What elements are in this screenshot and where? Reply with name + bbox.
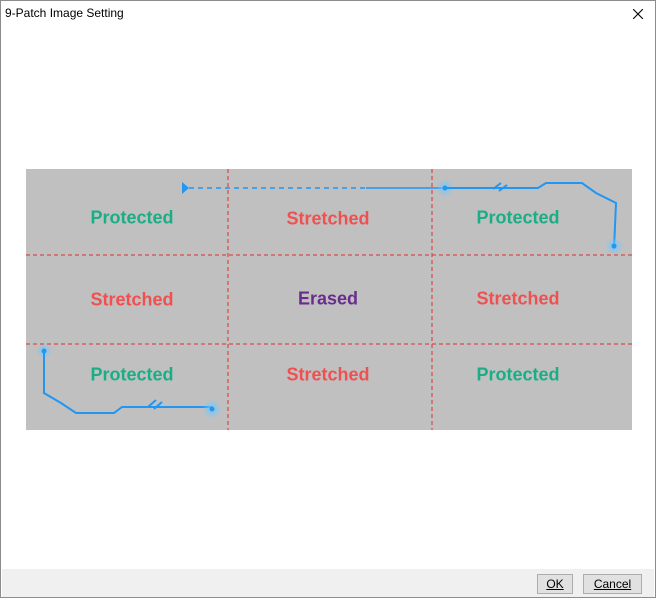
cell-top-left: Protected (90, 207, 174, 228)
close-icon (633, 9, 643, 19)
cell-center: Erased (297, 288, 359, 309)
close-button[interactable] (621, 1, 655, 27)
frame-decoration (36, 179, 623, 419)
dialog-content: Protected Stretched Protected Stretched … (2, 28, 654, 569)
cell-top-right: Protected (476, 207, 560, 228)
ok-button[interactable]: OK (537, 574, 573, 594)
cancel-button[interactable]: Cancel (583, 574, 642, 594)
guide-lines (26, 169, 632, 430)
preview-artwork (26, 169, 632, 430)
nine-patch-preview: Protected Stretched Protected Stretched … (26, 169, 632, 430)
cell-bottom-left: Protected (90, 364, 174, 385)
cell-middle-left: Stretched (90, 289, 174, 310)
cell-bottom-center: Stretched (286, 364, 370, 385)
cell-bottom-right: Protected (476, 364, 560, 385)
title-bar[interactable]: 9-Patch Image Setting (1, 1, 655, 27)
cell-middle-right: Stretched (476, 288, 560, 309)
button-bar: OK Cancel (2, 569, 654, 597)
window-title: 9-Patch Image Setting (5, 6, 124, 20)
cell-top-center: Stretched (286, 208, 370, 229)
